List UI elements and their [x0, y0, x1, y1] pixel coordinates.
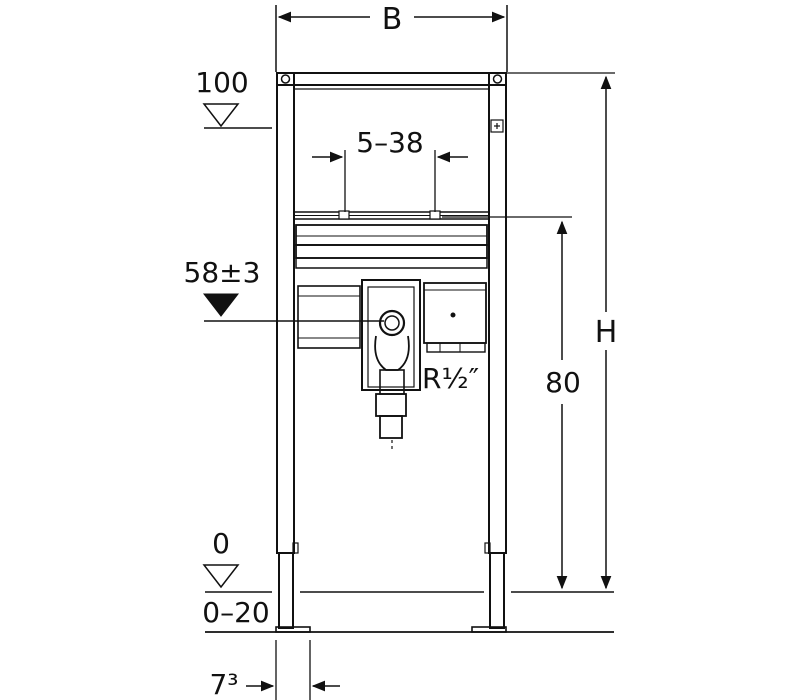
connection-height-dimension: 80 [442, 216, 581, 590]
width-dimension: B [275, 2, 508, 72]
drain-spacing-label: 5–38 [356, 126, 423, 159]
drain-spacing-dimension: 5–38 [312, 126, 468, 212]
floor-adjust-label: 0–20 [202, 596, 269, 629]
connection-height-label: 80 [545, 366, 581, 399]
foot-offset-label: 7³ [209, 668, 238, 700]
top-rail [276, 72, 507, 86]
right-post [488, 72, 507, 554]
top-level-marker: 100 [195, 66, 272, 129]
foot-offset-dimension: 7³ [209, 640, 340, 700]
height-dimension: H [507, 72, 618, 590]
left-post [276, 72, 295, 554]
thread-label: R½″ [422, 362, 479, 395]
drain-height-label: 58±3 [184, 256, 261, 289]
height-label: H [595, 315, 618, 350]
mounting-frame [275, 72, 507, 633]
width-label: B [382, 2, 403, 37]
floor-level-marker: 0 0–20 [202, 527, 614, 633]
top-level-label: 100 [195, 66, 248, 99]
drain-height-marker: 58±3 [184, 256, 384, 322]
floor-level-label: 0 [212, 527, 230, 560]
